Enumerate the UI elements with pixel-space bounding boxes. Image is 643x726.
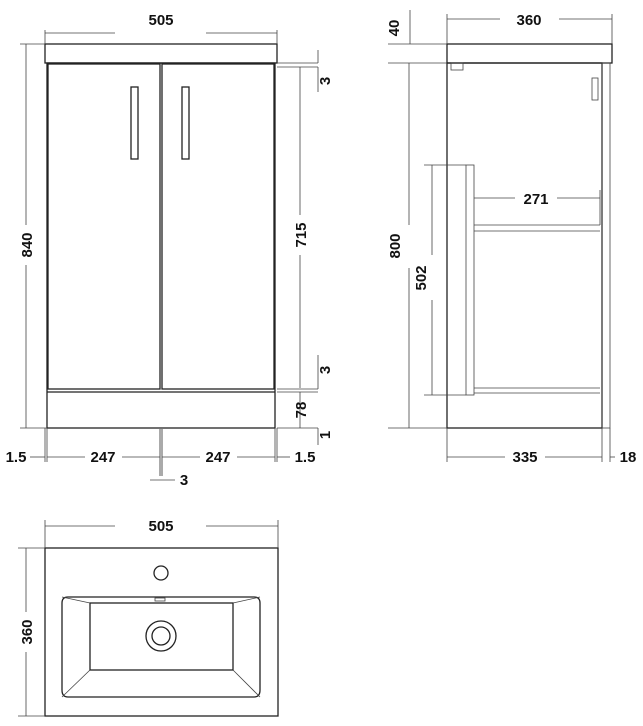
front-dim-door-right: 247 xyxy=(205,449,230,466)
side-waste-fitting xyxy=(450,62,464,71)
side-dim-top-thickness: 40 xyxy=(386,20,403,37)
side-dim-inner-height: 502 xyxy=(413,265,430,290)
plan-bowl-inner xyxy=(89,602,234,671)
plan-view: 505 360 xyxy=(18,518,279,717)
front-basin-top xyxy=(44,43,278,64)
front-dim-left-margin: 1.5 xyxy=(6,449,27,466)
front-dim-height: 840 xyxy=(19,232,36,257)
plan-dim-depth: 360 xyxy=(19,619,36,644)
front-dim-door-left: 247 xyxy=(90,449,115,466)
side-dim-door-thickness: 18 xyxy=(620,449,637,466)
front-dim-top-gap: 3 xyxy=(317,77,334,85)
front-dim-width: 505 xyxy=(148,12,173,29)
front-door-right xyxy=(161,63,275,390)
front-dim-bottom-gap: 3 xyxy=(317,366,334,374)
front-dim-right-margin: 1.5 xyxy=(295,449,316,466)
side-inner-panel xyxy=(465,164,475,396)
plan-outline xyxy=(44,547,279,717)
side-cabinet-body xyxy=(446,62,603,429)
side-door-edge xyxy=(601,62,611,429)
side-dim-shelf-depth: 271 xyxy=(523,191,548,208)
front-handle-left xyxy=(130,86,139,160)
side-dim-top-depth: 360 xyxy=(516,12,541,29)
front-door-left xyxy=(47,63,161,390)
plan-waste-outer xyxy=(145,620,177,652)
plan-tap-hole xyxy=(153,565,169,581)
front-cabinet-body xyxy=(46,62,276,429)
plan-dim-width: 505 xyxy=(148,518,173,535)
side-dim-body-depth: 335 xyxy=(512,449,537,466)
front-handle-right xyxy=(181,86,190,160)
plan-waste-inner xyxy=(151,626,171,646)
side-view: 360 40 800 502 271 335 18 xyxy=(386,10,636,466)
plan-bowl-outer xyxy=(61,596,261,698)
front-dim-plinth: 78 xyxy=(293,402,310,419)
side-handle-profile xyxy=(591,77,599,101)
front-dim-floor-gap: 1 xyxy=(317,431,334,439)
side-dim-body-height: 800 xyxy=(387,233,404,258)
side-basin-top xyxy=(446,43,613,64)
front-view: 505 840 3 715 3 78 1 xyxy=(6,12,334,489)
front-dim-door-gap: 3 xyxy=(180,472,188,489)
front-dim-door-height: 715 xyxy=(293,222,310,247)
plan-overflow-slot xyxy=(154,597,166,602)
